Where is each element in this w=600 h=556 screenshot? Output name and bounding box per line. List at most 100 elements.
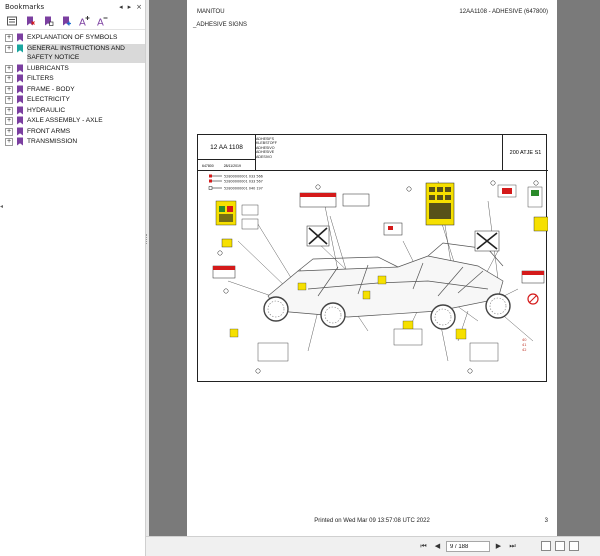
callout-red-numbers: 40 41 42 <box>522 338 527 352</box>
title-block-divider <box>502 135 503 171</box>
bookmark-item[interactable]: +TRANSMISSION <box>0 136 145 147</box>
page-number-input[interactable] <box>446 541 490 552</box>
panel-edge-arrow-icon: ◂ <box>0 203 4 210</box>
info-decal <box>241 204 259 216</box>
wheel <box>263 296 289 322</box>
expand-toggle-icon[interactable]: + <box>5 64 13 73</box>
expand-right-icon[interactable]: ▸ <box>127 2 132 11</box>
bookmark-item[interactable]: + ELECTRICITY <box>0 94 145 105</box>
bookmark-label: ELECTRICITY <box>27 96 70 103</box>
decal-header <box>213 266 235 270</box>
page-number: 3 <box>544 518 548 524</box>
bookmark-icon <box>16 116 24 125</box>
bookmark-item[interactable]: +LUBRICANTS <box>0 63 145 74</box>
drawing-model: 200 ATJE S1 <box>509 150 542 156</box>
bookmark-delete-icon[interactable] <box>24 15 36 27</box>
bookmark-item[interactable]: + GENERAL INSTRUCTIONS AND SAFETY NOTICE <box>0 43 145 63</box>
pdf-page: MANITOU 12AA1108 - ADHESIVE (647800) _AD… <box>187 0 557 536</box>
bookmark-item[interactable]: + FILTERS <box>0 73 145 84</box>
bookmark-label: HYDRAULIC <box>27 106 66 114</box>
splitter-grip[interactable] <box>146 234 149 244</box>
text-smaller-icon[interactable]: A <box>96 15 108 27</box>
bookmark-options-icon[interactable] <box>6 15 18 27</box>
info-decal <box>342 193 370 207</box>
drawing-ref: 647800 <box>202 163 214 168</box>
legend-row: 52800000001 033 567 <box>209 179 263 183</box>
expand-toggle-icon[interactable]: + <box>5 75 13 83</box>
adhesive-signs-drawing: 12 AA 1108 ADHESIFS KLEBSTOFF ADHESIVO A… <box>197 134 548 382</box>
warning-decal <box>377 275 387 285</box>
status-bar: ⏮ ◀ ▶ ⏭ <box>146 536 600 556</box>
wheel <box>430 304 456 330</box>
fit-width-icon[interactable] <box>555 541 565 551</box>
info-decal <box>257 342 289 362</box>
legend-text: 52800000001 033 567 <box>224 179 263 183</box>
decal-header <box>522 271 544 275</box>
bookmarks-panel-header: Bookmarks ◂ ▸ × <box>0 0 145 13</box>
close-icon[interactable]: × <box>136 2 142 11</box>
drawing-name: ADHESIVE <box>256 150 275 155</box>
svg-text:A: A <box>97 18 104 28</box>
info-decal <box>393 328 423 346</box>
text-larger-icon[interactable]: A <box>78 15 90 27</box>
bookmark-icon <box>16 106 24 115</box>
page-navigation: ⏮ ◀ ▶ ⏭ <box>418 541 518 552</box>
page-footer: Printed on Wed Mar 09 13:57:08 UTC 2022 <box>314 518 430 524</box>
drawing-date: 28/11/2019 <box>223 163 241 168</box>
machine-illustration: 52800000001 033 566 52800000001 033 567 … <box>208 174 548 374</box>
panel-splitter[interactable] <box>146 0 149 556</box>
bookmarks-panel: Bookmarks ◂ ▸ × A A <box>0 0 146 556</box>
page-brand: MANITOU <box>197 9 225 15</box>
bookmark-item[interactable]: +EXPLANATION OF SYMBOLS <box>0 32 145 43</box>
bookmark-add-icon[interactable] <box>60 15 72 27</box>
expand-toggle-icon[interactable]: + <box>5 44 13 53</box>
decals <box>212 182 548 362</box>
document-viewer[interactable]: MANITOU 12AA1108 - ADHESIVE (647800) _AD… <box>149 0 600 536</box>
decal-header <box>300 193 336 197</box>
bookmark-icon <box>16 64 24 73</box>
expand-toggle-icon[interactable]: + <box>5 138 13 146</box>
warning-decal <box>533 216 548 232</box>
collapse-left-icon[interactable]: ◂ <box>119 2 123 11</box>
decal-pictogram <box>219 206 225 212</box>
bookmark-label: FRONT ARMS <box>27 127 71 135</box>
expand-toggle-icon[interactable]: + <box>5 106 13 115</box>
view-tools <box>541 541 579 551</box>
callout-markers <box>217 180 539 374</box>
two-page-icon[interactable] <box>569 541 579 551</box>
previous-page-button[interactable]: ◀ <box>434 542 441 550</box>
expand-toggle-icon[interactable]: + <box>5 96 13 104</box>
warning-decal <box>362 290 371 300</box>
last-page-button[interactable]: ⏭ <box>509 542 516 550</box>
next-page-button[interactable]: ▶ <box>495 542 502 550</box>
expand-toggle-icon[interactable]: + <box>5 117 13 125</box>
fit-page-icon[interactable] <box>541 541 551 551</box>
decal-pictogram <box>219 214 233 222</box>
bookmark-icon <box>16 95 24 104</box>
bookmark-label: FILTERS <box>27 75 54 82</box>
bookmark-label: GENERAL INSTRUCTIONS AND SAFETY NOTICE <box>27 43 145 63</box>
bookmark-label: FRAME - BODY <box>27 85 75 93</box>
page-section-title: _ADHESIVE SIGNS <box>193 22 248 28</box>
bookmark-icon <box>16 85 24 94</box>
drawing-name: ADHESIVO <box>256 145 275 150</box>
bookmarks-toolbar: A A <box>0 13 145 30</box>
first-page-button[interactable]: ⏮ <box>420 542 427 550</box>
drawing-name: ADHESIFS <box>256 137 274 141</box>
drawing-title-block: 12 AA 1108 ADHESIFS KLEBSTOFF ADHESIVO A… <box>198 135 548 171</box>
bookmark-item[interactable]: +AXLE ASSEMBLY - AXLE <box>0 115 145 126</box>
expand-toggle-icon[interactable]: + <box>5 85 13 94</box>
legend-row: 52800000001 033 566 <box>209 174 263 178</box>
info-decal <box>241 218 259 230</box>
bookmark-item[interactable]: + FRONT ARMS <box>0 126 145 137</box>
bookmark-icon <box>16 127 24 136</box>
callout-number: 41 <box>522 343 527 347</box>
warning-decal <box>229 328 239 338</box>
bookmark-item[interactable]: + FRAME - BODY <box>0 84 145 95</box>
wheel <box>485 293 511 319</box>
expand-toggle-icon[interactable]: + <box>5 34 13 42</box>
bookmark-new-icon[interactable] <box>42 15 54 27</box>
bookmark-item[interactable]: + HYDRAULIC <box>0 105 145 116</box>
expand-toggle-icon[interactable]: + <box>5 127 13 136</box>
